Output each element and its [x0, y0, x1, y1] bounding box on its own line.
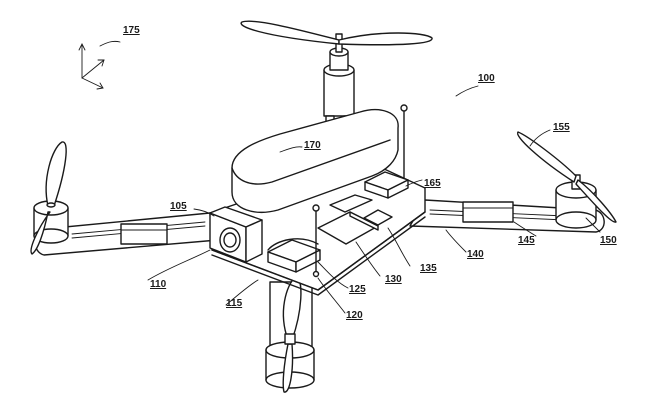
left-motor-assembly: [31, 142, 68, 254]
label-145: 145: [518, 235, 535, 246]
label-135: 135: [420, 263, 437, 274]
label-165: 165: [424, 178, 441, 189]
label-110: 110: [150, 279, 167, 290]
label-140: 140: [467, 249, 484, 260]
label-155: 155: [553, 122, 570, 133]
label-120: 120: [346, 310, 363, 321]
label-125: 125: [349, 284, 366, 295]
label-170: 170: [304, 140, 321, 151]
label-130: 130: [385, 274, 402, 285]
label-175: 175: [123, 25, 140, 36]
coordinate-axes: [79, 44, 104, 89]
label-105: 105: [170, 201, 187, 212]
label-100: 100: [478, 73, 495, 84]
label-115: 115: [226, 298, 243, 309]
label-150: 150: [600, 235, 617, 246]
